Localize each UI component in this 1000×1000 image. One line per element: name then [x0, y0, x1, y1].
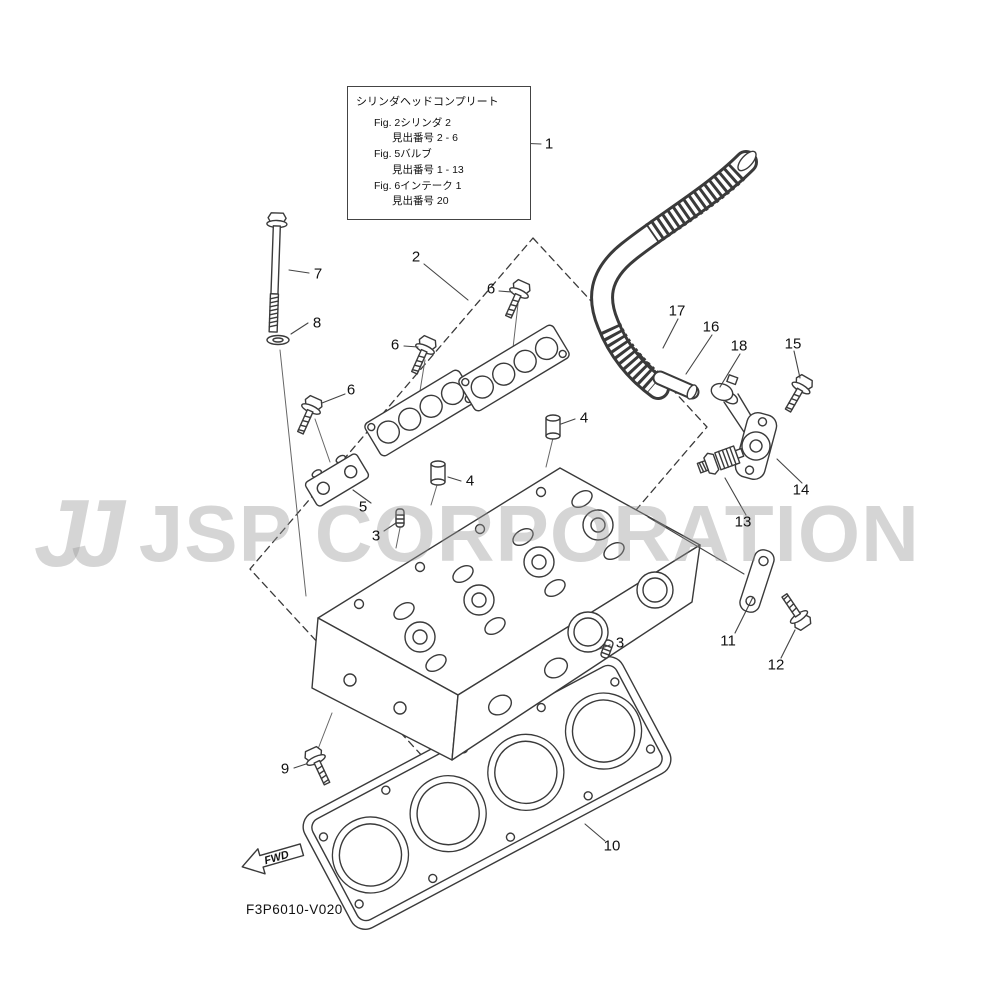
washer [266, 334, 290, 346]
stud-1 [395, 508, 405, 528]
flange-bolt-2 [404, 333, 440, 378]
info-box-line: 見出番号 20 [392, 195, 449, 208]
bolt-9 [301, 744, 337, 789]
breather-hose [590, 150, 758, 400]
bolt-12 [775, 589, 815, 634]
lifter-bucket-1 [545, 414, 561, 440]
assembly-axis-lines [279, 303, 554, 750]
long-bolt [266, 212, 288, 333]
bolt-15 [778, 371, 817, 417]
cam-cap [304, 453, 370, 507]
lifter-bucket-2 [430, 460, 446, 486]
hose-clamp [710, 374, 739, 402]
info-box-line: Fig. 5バルブ [374, 148, 432, 160]
leader-lines [288, 142, 803, 842]
head-gasket [302, 656, 672, 930]
info-box-title: シリンダヘッドコンプリート [356, 96, 499, 108]
cylinder-head [311, 467, 701, 761]
reference-info-box: シリンダヘッドコンプリート Fig. 2シリンダ 2 見出番号 2 - 6 Fi… [347, 86, 531, 220]
flange-bolt-1 [498, 277, 534, 322]
fwd-arrow: FWD [241, 843, 305, 875]
thermostat-housing [734, 412, 778, 480]
bracket [739, 549, 775, 613]
temp-sensor [696, 445, 745, 475]
joint-pipe [652, 370, 700, 400]
drawing-code: F3P6010-V020 [246, 902, 343, 917]
info-box-line: 見出番号 1 - 13 [392, 163, 464, 176]
info-box-line: Fig. 6インテーク 1 [374, 179, 462, 192]
info-box-line: Fig. 2シリンダ 2 [374, 116, 452, 129]
fwd-label: FWD [263, 849, 290, 867]
info-box-line: 見出番号 2 - 6 [392, 132, 458, 145]
flange-bolt-3 [290, 393, 326, 438]
